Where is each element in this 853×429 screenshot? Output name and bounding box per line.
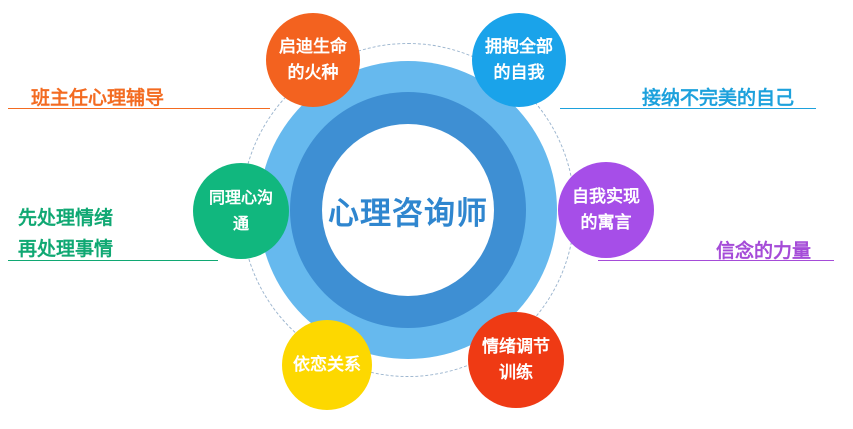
node-spark-of-life: 启迪生命的火种 <box>266 13 360 107</box>
node-label-line: 的火种 <box>287 63 339 83</box>
line-teacher-counseling <box>8 108 270 109</box>
label-accept-imperfection: 接纳不完美的自己 <box>642 87 795 109</box>
center-title: 心理咨询师 <box>328 195 488 232</box>
node-attachment: 依恋关系 <box>282 320 372 410</box>
line-power-of-belief <box>598 260 834 261</box>
node-label: 拥抱全部的自我 <box>485 34 553 86</box>
inner-circle <box>322 124 494 296</box>
node-self-fulfilling: 自我实现的寓言 <box>558 162 654 258</box>
label-teacher-counseling: 班主任心理辅导 <box>31 87 165 109</box>
node-emotion-regulation: 情绪调节训练 <box>468 312 564 408</box>
node-label-line: 自我实现 <box>572 187 640 207</box>
node-empathy-communication: 同理心沟通 <box>193 163 289 259</box>
node-label-line: 启迪生命 <box>279 37 347 57</box>
node-label: 情绪调节训练 <box>482 334 550 386</box>
label-emotion-first: 先处理情绪 <box>18 207 114 229</box>
line-accept-imperfection <box>560 108 816 109</box>
line-emotion-matter <box>8 260 218 261</box>
node-label-line: 训练 <box>499 363 533 383</box>
node-label: 同理心沟通 <box>208 188 273 233</box>
node-embrace-self: 拥抱全部的自我 <box>472 13 566 107</box>
node-label: 依恋关系 <box>293 355 361 375</box>
label-matter-second: 再处理事情 <box>18 238 114 260</box>
label-power-of-belief: 信念的力量 <box>716 240 812 262</box>
node-label-line: 的寓言 <box>580 213 632 233</box>
node-label-line: 的自我 <box>493 63 545 83</box>
node-label: 自我实现的寓言 <box>572 184 640 236</box>
node-label: 启迪生命的火种 <box>279 34 347 86</box>
node-label-line: 情绪调节 <box>482 337 550 357</box>
node-label-line: 拥抱全部 <box>485 37 553 57</box>
